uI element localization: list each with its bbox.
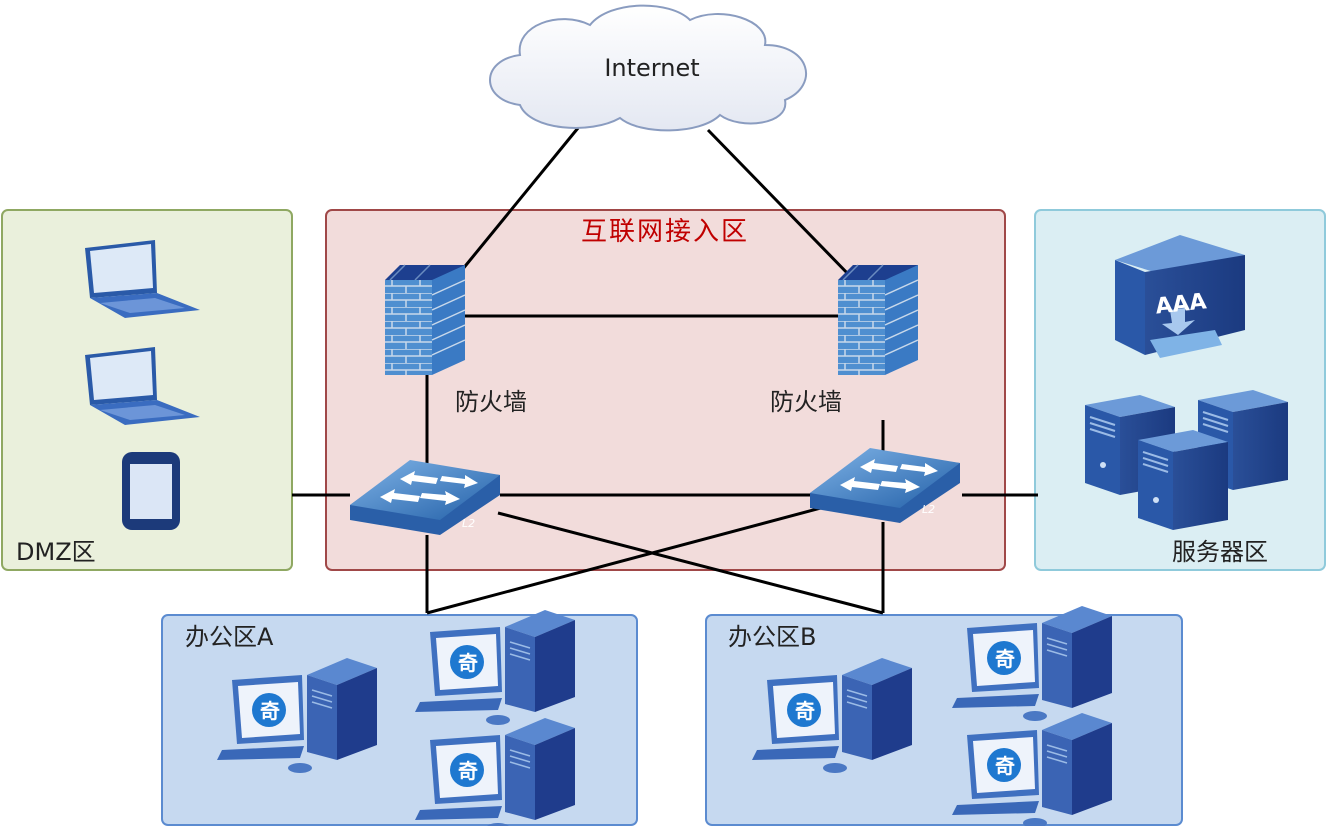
internet-cloud: Internet [489,4,808,132]
internet-label: Internet [604,54,699,82]
link-internet-fw-right [706,128,854,280]
zone-office-a-label: 办公区A [185,623,274,651]
office-pc[interactable]: 奇 [414,717,576,826]
firewall-right-label: 防火墙 [770,388,842,416]
mobile-phone-icon[interactable] [122,452,180,530]
zone-office-b-label: 办公区B [728,623,816,651]
office-pc[interactable]: 奇 [951,712,1113,826]
office-pc[interactable]: 奇 [951,605,1113,722]
server-icon[interactable] [1137,429,1229,531]
pc-badge: 奇 [995,647,1015,671]
pc-badge: 奇 [995,754,1015,778]
switch-right-label: L2 [922,503,935,516]
aaa-label: AAA [1154,289,1207,319]
firewall-left-label: 防火墙 [455,388,527,416]
zone-server-label: 服务器区 [1172,538,1268,566]
pc-badge: 奇 [795,699,815,723]
link-office-b-left-switch [497,511,884,615]
zone-dmz-label: DMZ区 [16,538,96,566]
office-pc[interactable]: 奇 [751,657,913,774]
firewall-right-icon[interactable] [837,264,919,376]
zone-internet-access-label: 互联网接入区 [581,217,749,247]
pc-badge: 奇 [260,699,280,723]
link-internet-fw-left [460,127,580,271]
aaa-server-icon[interactable]: AAA [1115,235,1245,358]
switch-left-label: L2 [462,517,475,530]
pc-badge: 奇 [458,759,478,783]
firewall-left-icon[interactable] [384,264,466,376]
office-pc[interactable]: 奇 [414,609,576,726]
link-office-a-right-switch [426,503,833,615]
pc-badge: 奇 [458,651,478,675]
links [292,127,1038,615]
office-pc[interactable]: 奇 [216,657,378,774]
